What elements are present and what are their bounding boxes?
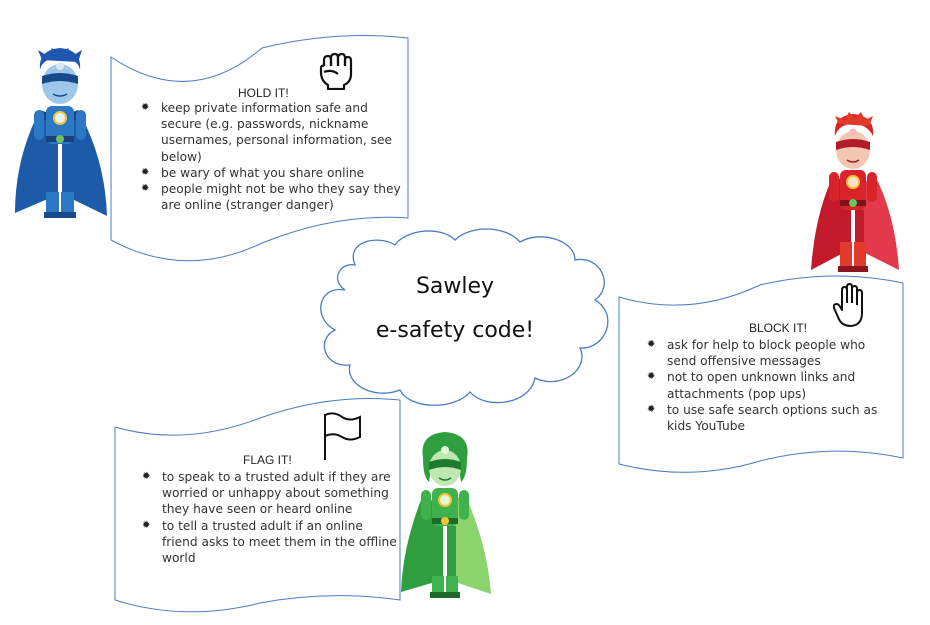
- hold-list: keep private information safe and secure…: [141, 100, 403, 213]
- block-bullet-2: not to open unknown links and attachment…: [647, 369, 897, 401]
- green-superhero: [401, 432, 491, 598]
- block-bullet-1: ask for help to block people who send of…: [647, 337, 897, 369]
- flag-heading: FLAG IT!: [243, 453, 292, 467]
- block-heading: BLOCK IT!: [749, 321, 808, 335]
- title-cloud: [320, 228, 609, 406]
- block-bullet-3: to use safe search options such as kids …: [647, 402, 897, 434]
- fist-icon: [319, 52, 353, 90]
- flag-icon: [324, 412, 361, 460]
- title-line2: e-safety code!: [375, 318, 535, 343]
- hold-bullet-1: keep private information safe and secure…: [141, 100, 403, 165]
- block-list: ask for help to block people who send of…: [647, 337, 897, 434]
- flag-list: to speak to a trusted adult if they are …: [142, 469, 397, 566]
- hold-heading: HOLD IT!: [238, 86, 289, 100]
- blue-superhero: [15, 48, 107, 218]
- raised-hand-icon: [833, 283, 863, 327]
- flag-bullet-2: to tell a trusted adult if an online fri…: [142, 518, 397, 567]
- red-superhero: [811, 112, 899, 272]
- hold-bullet-3: people might not be who they say they ar…: [141, 181, 403, 213]
- title-line1: Sawley: [415, 274, 495, 299]
- flag-bullet-1: to speak to a trusted adult if they are …: [142, 469, 397, 518]
- hold-bullet-2: be wary of what you share online: [141, 165, 403, 181]
